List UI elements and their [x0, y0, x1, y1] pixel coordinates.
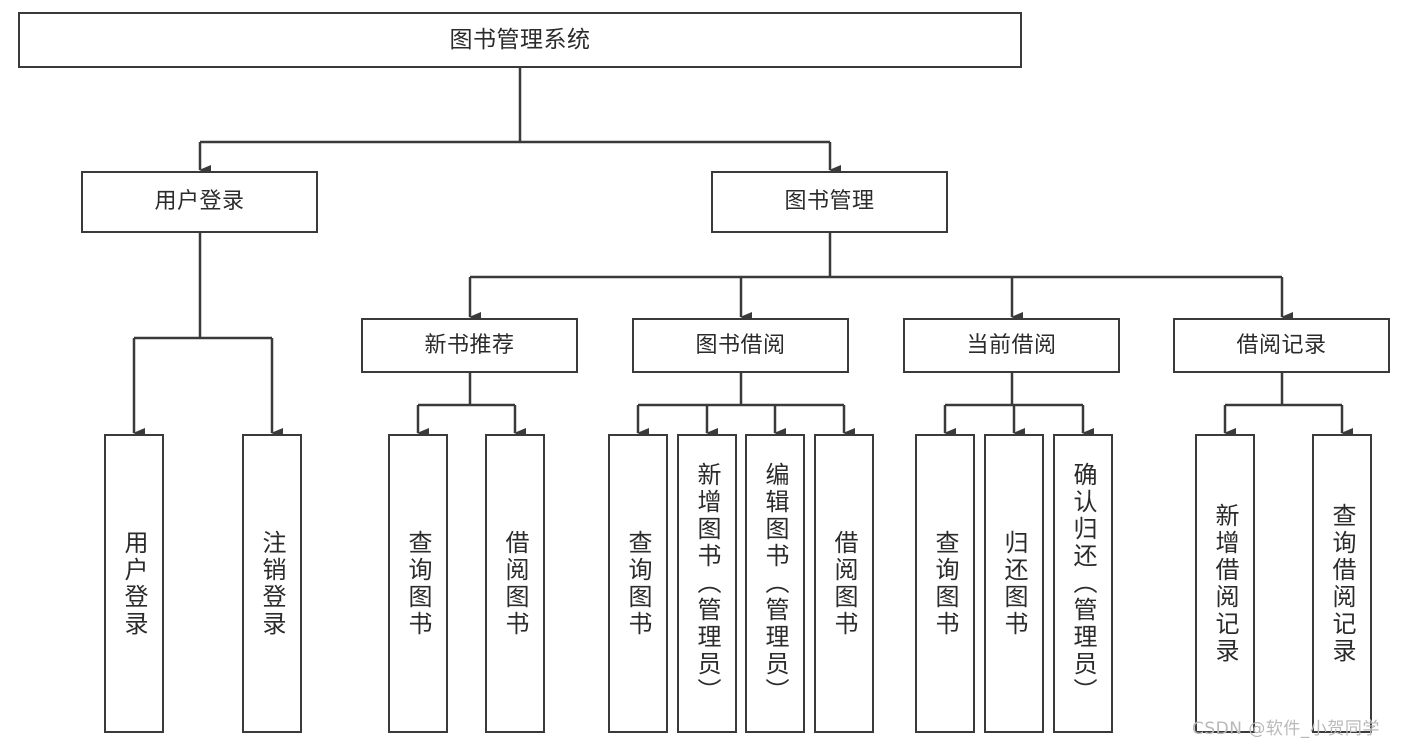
node-label: 确认归还（管理员）: [1069, 462, 1097, 705]
node-n8[interactable]: 注销登录: [242, 434, 302, 733]
node-label: 用户登录: [120, 529, 148, 638]
node-n10[interactable]: 借阅图书: [485, 434, 545, 733]
node-n18[interactable]: 新增借阅记录: [1195, 434, 1255, 733]
node-label: 查询图书: [404, 529, 432, 638]
node-label: 用户登录: [154, 189, 245, 215]
node-n15[interactable]: 查询图书: [915, 434, 975, 733]
node-n19[interactable]: 查询借阅记录: [1312, 434, 1372, 733]
node-n6[interactable]: 借阅记录: [1173, 318, 1390, 373]
node-n0[interactable]: 图书管理系统: [18, 12, 1022, 68]
watermark: CSDN @软件_小贺同学: [1192, 719, 1380, 739]
node-n11[interactable]: 查询图书: [608, 434, 668, 733]
node-label: 查询借阅记录: [1328, 502, 1356, 665]
node-n4[interactable]: 图书借阅: [632, 318, 849, 373]
node-label: 借阅图书: [501, 529, 529, 638]
node-n7[interactable]: 用户登录: [104, 434, 164, 733]
node-n3[interactable]: 新书推荐: [361, 318, 578, 373]
node-n17[interactable]: 确认归还（管理员）: [1053, 434, 1113, 733]
node-n1[interactable]: 用户登录: [81, 171, 318, 233]
node-label: 注销登录: [258, 529, 286, 638]
node-label: 借阅图书: [830, 529, 858, 638]
node-label: 图书管理系统: [449, 26, 591, 53]
node-n14[interactable]: 借阅图书: [814, 434, 874, 733]
node-label: 编辑图书（管理员）: [761, 462, 789, 705]
node-n12[interactable]: 新增图书（管理员）: [677, 434, 737, 733]
node-label: 查询图书: [931, 529, 959, 638]
node-label: 新书推荐: [424, 332, 515, 358]
node-label: 借阅记录: [1236, 332, 1327, 358]
node-label: 图书管理: [784, 189, 875, 215]
node-label: 当前借阅: [966, 332, 1057, 358]
node-n2[interactable]: 图书管理: [711, 171, 948, 233]
node-label: 归还图书: [1000, 529, 1028, 638]
node-n5[interactable]: 当前借阅: [903, 318, 1120, 373]
node-n16[interactable]: 归还图书: [984, 434, 1044, 733]
node-n9[interactable]: 查询图书: [388, 434, 448, 733]
node-label: 图书借阅: [695, 332, 786, 358]
node-label: 新增借阅记录: [1211, 502, 1239, 665]
node-label: 查询图书: [624, 529, 652, 638]
node-n13[interactable]: 编辑图书（管理员）: [745, 434, 805, 733]
node-label: 新增图书（管理员）: [693, 462, 721, 705]
